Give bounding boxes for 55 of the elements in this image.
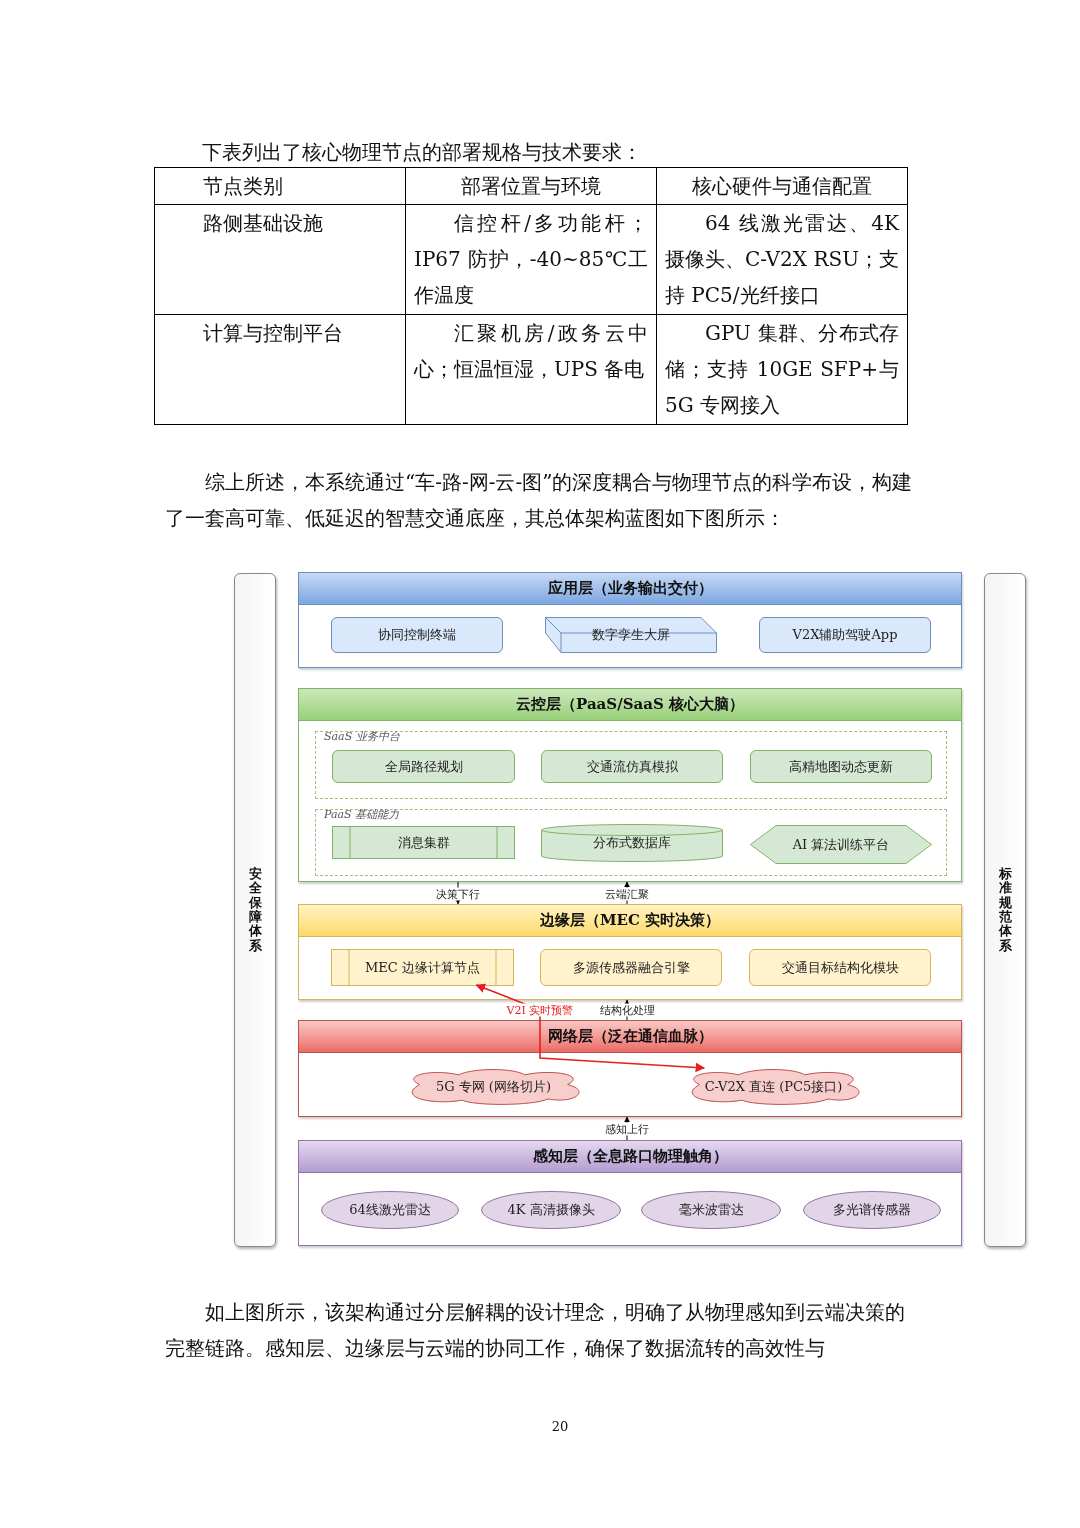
edge-label: V2I 实时预警	[505, 1003, 575, 1017]
node-label: 数字孪生大屏	[592, 626, 670, 645]
table-header-cell: 部署位置与环境	[405, 167, 657, 205]
node-label: 5G 专网 (网络切片)	[435, 1077, 552, 1096]
group-frame	[315, 809, 947, 876]
layer-header: 云控层（PaaS/SaaS 核心大脑）	[299, 689, 961, 721]
node-label: MEC 边缘计算节点	[365, 958, 480, 977]
vertical-label: 标准规范体系	[998, 867, 1012, 953]
edge-label: 感知上行	[604, 1122, 650, 1136]
table-header-cell: 节点类别	[154, 167, 406, 205]
side-panel	[234, 573, 276, 1247]
layer-header: 感知层（全息路口物理触角）	[299, 1141, 961, 1173]
node-label: 分布式数据库	[593, 834, 671, 853]
node-label: 64线激光雷达	[349, 1201, 431, 1220]
process-box: 交通目标结构化模块	[749, 949, 931, 986]
node-label: AI 算法训练平台	[792, 835, 890, 854]
table-cell: 汇聚机房/政务云中心；恒温恒湿，UPS 备电	[405, 314, 657, 425]
process-box: V2X辅助驾驶App	[759, 617, 931, 653]
group-label: PaaS 基础能力	[324, 809, 400, 820]
process-box: 多源传感器融合引擎	[540, 949, 722, 986]
node-label: 多光谱传感器	[833, 1201, 911, 1220]
vertical-label: 安全保障体系	[248, 867, 262, 953]
layer-panel	[298, 904, 962, 1000]
layer-panel	[298, 688, 962, 882]
edge-label: 云端汇聚	[604, 887, 650, 901]
layer-header: 应用层（业务输出交付）	[299, 573, 961, 605]
layer-header: 边缘层（MEC 实时决策）	[299, 905, 961, 937]
group-frame	[315, 731, 947, 799]
process-box: 全局路径规划	[332, 750, 515, 783]
process-box: 协同控制终端	[331, 617, 503, 653]
table-cell: 计算与控制平台	[154, 314, 406, 425]
layer-panel	[298, 1140, 962, 1246]
layer-panel	[298, 1020, 962, 1117]
layer-panel	[298, 572, 962, 668]
node-label: 消息集群	[397, 833, 450, 852]
edge-label: 决策下行	[435, 887, 481, 901]
node-label: 毫米波雷达	[678, 1201, 744, 1220]
body-paragraph: 如上图所示，该架构通过分层解耦的设计理念，明确了从物理感知到云端决策的完整链路。感知层、边缘层与云端的协同工作，确保了数据流转的高效性与	[165, 1299, 906, 1362]
group-label: SaaS 业务中台	[324, 731, 400, 742]
body-paragraph: 综上所述，本系统通过“车-路-网-云-图”的深度耦合与物理节点的科学布设，构建了一套高可靠、低延迟的智慧交通底座，其总体架构蓝图如下图所示：	[165, 469, 914, 532]
table-header-cell: 核心硬件与通信配置	[656, 167, 908, 205]
page-number: 20	[550, 1418, 570, 1436]
process-box: 交通流仿真模拟	[541, 750, 723, 783]
side-panel	[984, 573, 1026, 1247]
arrow	[475, 983, 706, 1073]
table-cell: GPU 集群、分布式存储；支持 10GE SFP+与 5G 专网接入	[656, 314, 908, 425]
node-label: 4K 高清摄像头	[507, 1201, 595, 1220]
intro-text: 下表列出了核心物理节点的部署规格与技术要求：	[202, 139, 642, 166]
table-cell: 64 线激光雷达、4K 摄像头、C-V2X RSU；支持 PC5/光纤接口	[656, 204, 908, 315]
process-box: 高精地图动态更新	[750, 750, 932, 783]
layer-header: 网络层（泛在通信血脉）	[299, 1021, 961, 1053]
node-label: C-V2X 直连 (PC5接口)	[704, 1077, 843, 1096]
table-cell: 信控杆/多功能杆；IP67 防护，-40~85℃工作温度	[405, 204, 657, 315]
edge-label: 结构化处理	[598, 1003, 656, 1017]
table-cell: 路侧基础设施	[154, 204, 406, 315]
